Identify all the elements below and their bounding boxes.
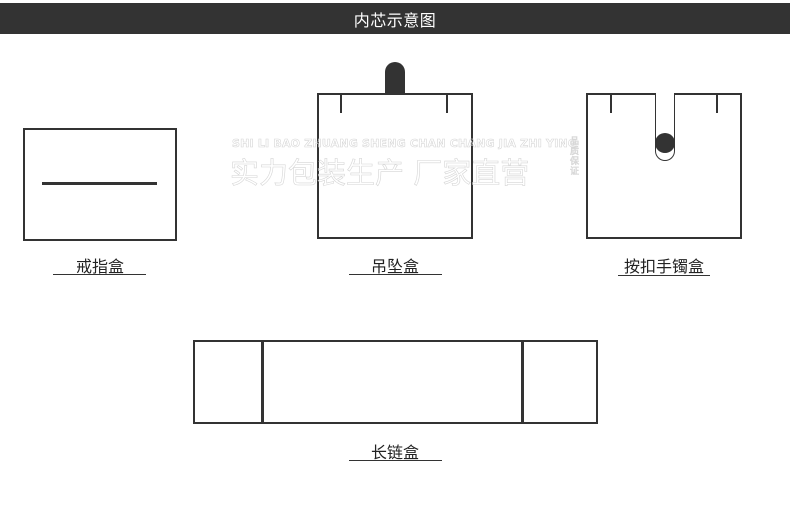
chain-box-outline — [193, 340, 598, 424]
chain-box-label: 长链盒 — [370, 443, 419, 462]
ring-slot — [42, 182, 157, 185]
pendant-box-underline — [349, 274, 442, 275]
pendant-left-slit — [340, 94, 342, 113]
header-bar: 内芯示意图 — [0, 3, 790, 34]
pendant-right-slit — [446, 94, 448, 113]
chain-right-divider — [521, 340, 524, 424]
chain-box-underline — [349, 460, 442, 461]
pendant-hanger-tab — [385, 62, 405, 94]
bracelet-right-slit — [716, 94, 718, 113]
ring-box-outline — [23, 128, 177, 241]
bracelet-box-label: 按扣手镯盒 — [623, 257, 704, 276]
page-title: 内芯示意图 — [353, 10, 437, 30]
ring-box-label: 戒指盒 — [75, 257, 124, 276]
chain-left-divider — [261, 340, 264, 424]
snap-button — [655, 133, 675, 153]
pendant-box-label: 吊坠盒 — [370, 257, 419, 276]
ring-box-underline — [53, 274, 146, 275]
pendant-box-outline — [317, 93, 473, 239]
bracelet-box-underline — [618, 275, 710, 276]
bracelet-left-slit — [610, 94, 612, 113]
watermark-side-text: 品质保证 — [570, 137, 580, 178]
